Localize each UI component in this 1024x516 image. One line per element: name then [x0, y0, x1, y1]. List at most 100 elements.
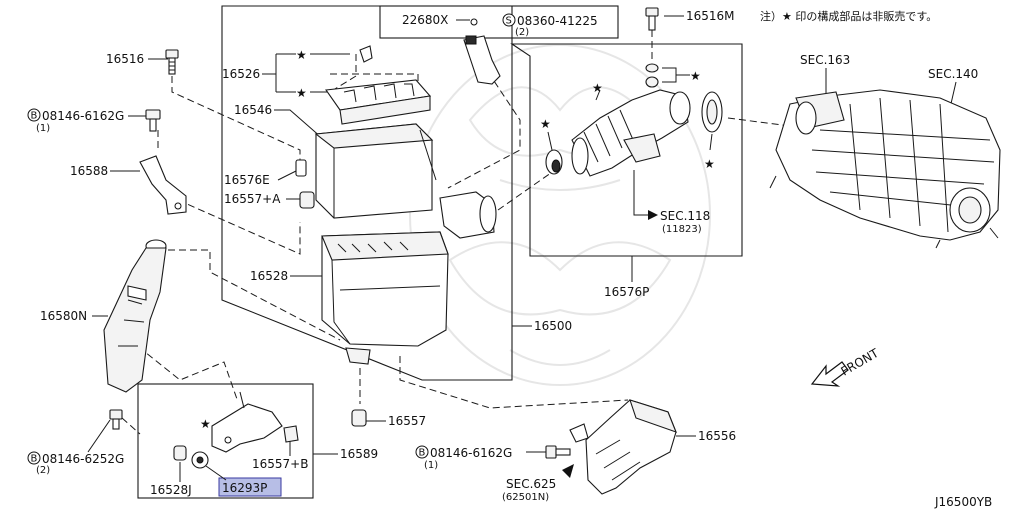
- label-16589: 16589: [340, 447, 378, 461]
- leader-16576e: [277, 169, 299, 181]
- label-16500: 16500: [534, 319, 572, 333]
- star-symbol: ★: [200, 417, 211, 431]
- dash-clamp-to-throttle: [727, 117, 791, 127]
- grommet-16293p[interactable]: [191, 451, 209, 469]
- label-sec163[interactable]: SEC.163: [800, 53, 850, 67]
- label-16557b: 16557+B: [252, 457, 308, 471]
- bolt-16516m[interactable]: [645, 7, 659, 31]
- filter-element-16546[interactable]: [314, 123, 437, 219]
- callout-box-22680x: [379, 5, 619, 39]
- leader-16526: [262, 53, 296, 93]
- label-sec140[interactable]: SEC.140: [928, 67, 978, 81]
- star-symbol: ★: [704, 157, 715, 171]
- svg-text:(2): (2): [515, 27, 529, 38]
- hose-clamp-left[interactable]: ★: [540, 117, 563, 175]
- label-16557a: 16557+A: [224, 192, 281, 206]
- label-16576e: 16576E: [224, 173, 270, 187]
- grommet-16557b[interactable]: [283, 425, 299, 443]
- label-16528j: 16528J: [150, 483, 192, 497]
- cover-16526[interactable]: [325, 45, 432, 125]
- svg-text:08146-6162G: 08146-6162G: [42, 109, 124, 123]
- drawing-code: J16500YB: [934, 495, 992, 509]
- mass-air-flow-sensor-22680x[interactable]: [463, 18, 501, 85]
- dash-duct-to-bracket: [129, 339, 239, 403]
- svg-text:(1): (1): [424, 460, 438, 471]
- dash-bolt-to-bracket-16589: [121, 417, 141, 435]
- svg-text:08146-6162G: 08146-6162G: [430, 446, 512, 460]
- star-symbol: ★: [296, 86, 307, 100]
- bracket-16589[interactable]: ★: [200, 391, 283, 453]
- grommet-16557a[interactable]: [299, 191, 315, 209]
- leader-sec118: [633, 170, 648, 216]
- label-sec625-sub: (62501N): [502, 492, 549, 503]
- bolt-circle-symbol: B: [419, 448, 426, 459]
- part-16576e[interactable]: [295, 159, 307, 177]
- grommet-16528j[interactable]: [173, 445, 187, 461]
- intake-hose-16576p[interactable]: ★: [571, 81, 691, 177]
- bracket-16588[interactable]: [139, 155, 187, 215]
- note-text: 注）★ 印の構成部品は非販売です。: [760, 9, 937, 23]
- front-direction-indicator: FRONT: [810, 346, 882, 387]
- svg-text:(2): (2): [36, 465, 50, 476]
- dash-16526: [329, 54, 357, 93]
- stud-circle-symbol: S: [506, 16, 512, 27]
- dash-16516-to-16576e: [171, 76, 301, 166]
- label-16557: 16557: [388, 414, 426, 428]
- grommet-star-parts[interactable]: ★: [645, 63, 701, 88]
- arrow-icon: [562, 464, 574, 478]
- label-16528: 16528: [250, 269, 288, 283]
- leader-16293p: [205, 465, 227, 481]
- dash-box-to-hose: [497, 167, 559, 211]
- assembly-box-16576p: [510, 43, 743, 257]
- label-16526: 16526: [222, 67, 260, 81]
- arrow-icon: [648, 210, 658, 220]
- air-cleaner-case-16528[interactable]: [321, 191, 497, 365]
- star-symbol: ★: [690, 69, 701, 83]
- dash-sensor-to-box: [447, 53, 521, 189]
- star-symbol: ★: [296, 48, 307, 62]
- bolt-circle-symbol: B: [31, 454, 38, 465]
- bolt-circle-symbol: B: [31, 111, 38, 122]
- bolt-08146-6162g-bot[interactable]: [545, 445, 571, 459]
- assembly-box-16589: [137, 383, 314, 499]
- intake-manifold-sec140[interactable]: [769, 89, 1001, 249]
- label-08146-6162g-top: B 08146-6162G (1): [27, 108, 124, 134]
- duct-16580n[interactable]: [103, 239, 167, 393]
- label-sec625[interactable]: SEC.625: [506, 477, 556, 491]
- label-16516: 16516: [106, 52, 144, 66]
- svg-text:08146-6252G: 08146-6252G: [42, 452, 124, 466]
- label-08146-6162g-bot: B 08146-6162G (1): [415, 445, 512, 471]
- label-16556: 16556: [698, 429, 736, 443]
- label-08146-6252g: B 08146-6252G (2): [27, 451, 124, 476]
- label-sec118[interactable]: SEC.118: [660, 209, 710, 223]
- svg-text:08360-41225: 08360-41225: [517, 14, 598, 28]
- svg-text:(1): (1): [36, 123, 50, 134]
- front-label: FRONT: [839, 346, 882, 379]
- label-16580n: 16580N: [40, 309, 87, 323]
- bolt-16516[interactable]: [165, 49, 179, 75]
- grommet-16557[interactable]: [351, 409, 367, 427]
- label-16576p: 16576P: [604, 285, 649, 299]
- front-arrow-icon: [810, 361, 849, 387]
- leader-08146-6252g: [87, 419, 111, 453]
- star-symbol: ★: [592, 81, 603, 95]
- bolt-08146-6252g[interactable]: [109, 409, 123, 430]
- label-16516m: 16516M: [686, 9, 735, 23]
- leader-16546: [274, 109, 323, 139]
- dash-box-to-16556: [399, 356, 629, 409]
- resonator-duct-16556[interactable]: [569, 399, 677, 495]
- dash-duct-to-box: [168, 249, 341, 341]
- label-22680x: 22680X: [402, 13, 448, 27]
- label-08360: S 08360-41225 (2): [502, 13, 598, 38]
- label-sec118-sub: (11823): [662, 224, 702, 235]
- dash-bracket-to-grommet: [177, 199, 301, 255]
- highlight-16293p[interactable]: [218, 477, 282, 497]
- label-16588: 16588: [70, 164, 108, 178]
- bolt-08146-6162g-top[interactable]: [145, 109, 161, 132]
- label-16293p[interactable]: 16293P: [222, 481, 267, 495]
- label-16546: 16546: [234, 103, 272, 117]
- hose-clamp-right[interactable]: ★: [701, 91, 723, 171]
- star-symbol: ★: [540, 117, 551, 131]
